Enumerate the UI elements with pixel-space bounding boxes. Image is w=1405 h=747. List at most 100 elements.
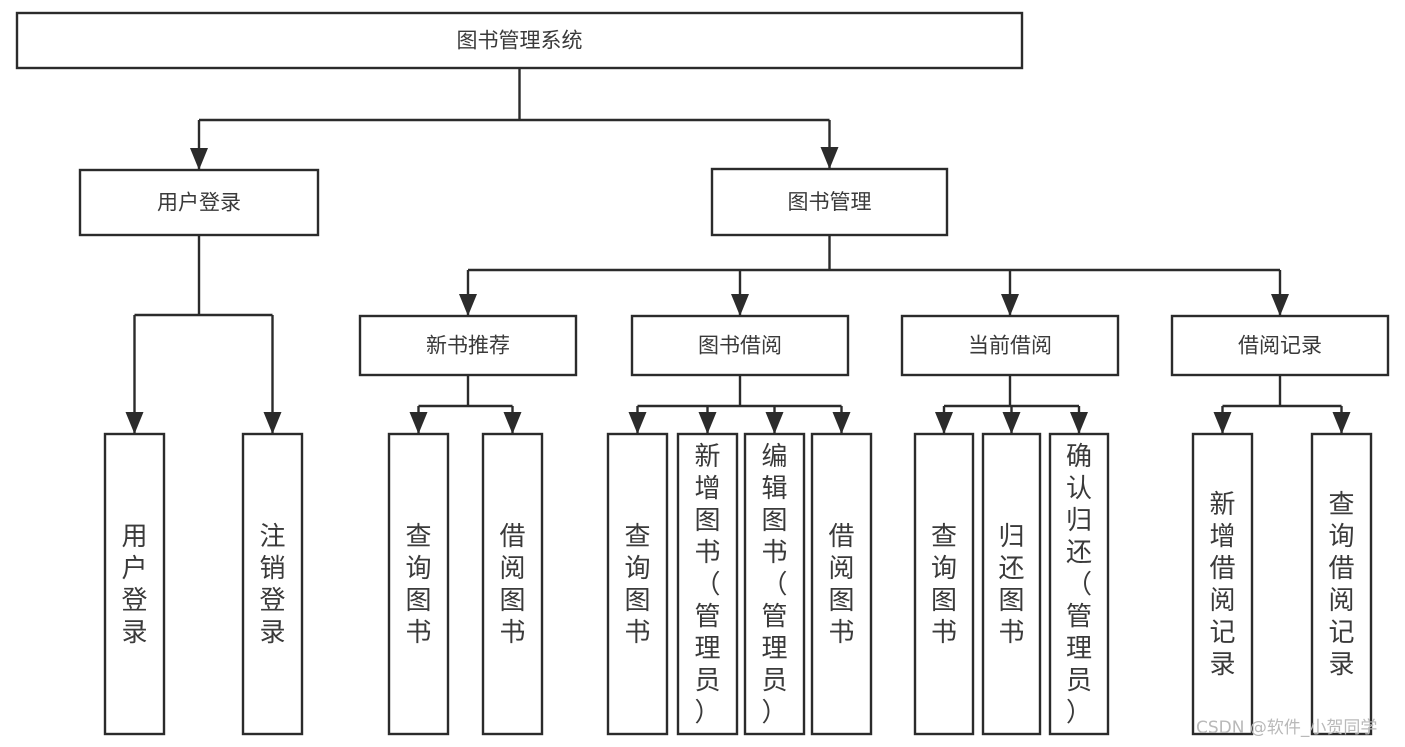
node-label-char: 阅 [499,554,525,584]
node-label-char: 阅 [1209,586,1235,616]
node-label-char: 理 [694,634,720,664]
node-box[interactable] [241,432,304,736]
node-label-char: 理 [1066,634,1092,664]
node-label-char: 新 [1209,490,1235,520]
node-label-char: 借 [828,522,854,552]
node-label-char: 询 [931,554,957,584]
node-label-char: 图 [694,506,720,536]
node-label-char: 查 [624,522,650,552]
node-box[interactable] [1048,432,1110,736]
node-label-char: 登 [121,586,147,616]
node-label-char: 书 [828,618,854,648]
node-label: 新书推荐 [426,334,510,358]
node-box[interactable] [743,432,806,736]
node-label-char: 认 [1066,474,1092,504]
node-label-char: 归 [1066,506,1092,536]
node-label-char: 书 [998,618,1024,648]
node-box[interactable] [981,432,1042,736]
node-box[interactable] [78,168,320,237]
node-box[interactable] [1310,432,1373,736]
node-label-char: 户 [121,554,147,584]
node-l2_0[interactable]: 用户登录 [78,168,320,237]
node-label-char: ） [1066,698,1092,728]
node-label-char: 注 [259,522,285,552]
node-label-char: （ [761,570,787,600]
node-label-char: 书 [694,538,720,568]
node-box[interactable] [387,432,450,736]
node-box[interactable] [676,432,739,736]
node-box[interactable] [103,432,166,736]
node-l3_1[interactable]: 图书借阅 [630,314,850,377]
node-label-char: 归 [998,522,1024,552]
node-label-char: 管 [1066,602,1092,632]
node-l3_2[interactable]: 当前借阅 [900,314,1120,377]
node-box[interactable] [15,11,1024,70]
node-layer: 图书管理系统用户登录图书管理新书推荐图书借阅当前借阅借阅记录用户登录注销登录查询… [15,11,1390,736]
node-root[interactable]: 图书管理系统 [15,11,1024,70]
node-leaf_0[interactable]: 用户登录 [103,432,166,736]
node-label-char: 录 [259,618,285,648]
node-label-char: 图 [828,586,854,616]
node-label-char: 增 [694,474,720,504]
node-label-char: 还 [998,554,1024,584]
node-label-char: 询 [624,554,650,584]
node-l2_1[interactable]: 图书管理 [710,167,949,237]
watermark-label: CSDN @软件_小贺同学 [1196,718,1377,738]
node-label-char: 阅 [828,554,854,584]
node-box[interactable] [810,432,873,736]
node-box[interactable] [1170,314,1390,377]
node-label-char: 书 [624,618,650,648]
node-label-char: 录 [1209,650,1235,680]
node-label-char: 图 [405,586,431,616]
node-label-char: 图 [624,586,650,616]
node-label-char: 增 [1209,522,1235,552]
node-label-char: 借 [1328,554,1354,584]
node-label-char: 借 [1209,554,1235,584]
node-label: 借阅记录 [1238,334,1322,358]
node-box[interactable] [913,432,975,736]
node-box[interactable] [710,167,949,237]
node-box[interactable] [358,314,578,377]
node-label-char: 记 [1328,618,1354,648]
node-label: 图书管理 [788,190,872,214]
node-label-char: 图 [499,586,525,616]
node-label-char: 书 [761,538,787,568]
node-label: 图书借阅 [698,334,782,358]
node-label-char: 员 [694,666,720,696]
node-box[interactable] [606,432,669,736]
node-l3_0[interactable]: 新书推荐 [358,314,578,377]
node-box[interactable] [630,314,850,377]
node-label-char: ） [694,698,720,728]
node-label-char: 询 [1328,522,1354,552]
node-label-char: 记 [1209,618,1235,648]
node-label-char: 用 [121,522,147,552]
node-box[interactable] [900,314,1120,377]
edge-layer [125,68,1351,434]
node-label-char: 销 [259,554,285,584]
node-label-char: 管 [761,602,787,632]
node-box[interactable] [1191,432,1254,736]
node-label-char: 书 [931,618,957,648]
node-box[interactable] [481,432,544,736]
node-label-char: 查 [405,522,431,552]
node-label-char: 管 [694,602,720,632]
node-label-char: 新 [694,442,720,472]
node-label-char: 查 [931,522,957,552]
node-label-char: 还 [1066,538,1092,568]
node-label-char: 阅 [1328,586,1354,616]
node-label-char: 图 [761,506,787,536]
node-l3_3[interactable]: 借阅记录 [1170,314,1390,377]
